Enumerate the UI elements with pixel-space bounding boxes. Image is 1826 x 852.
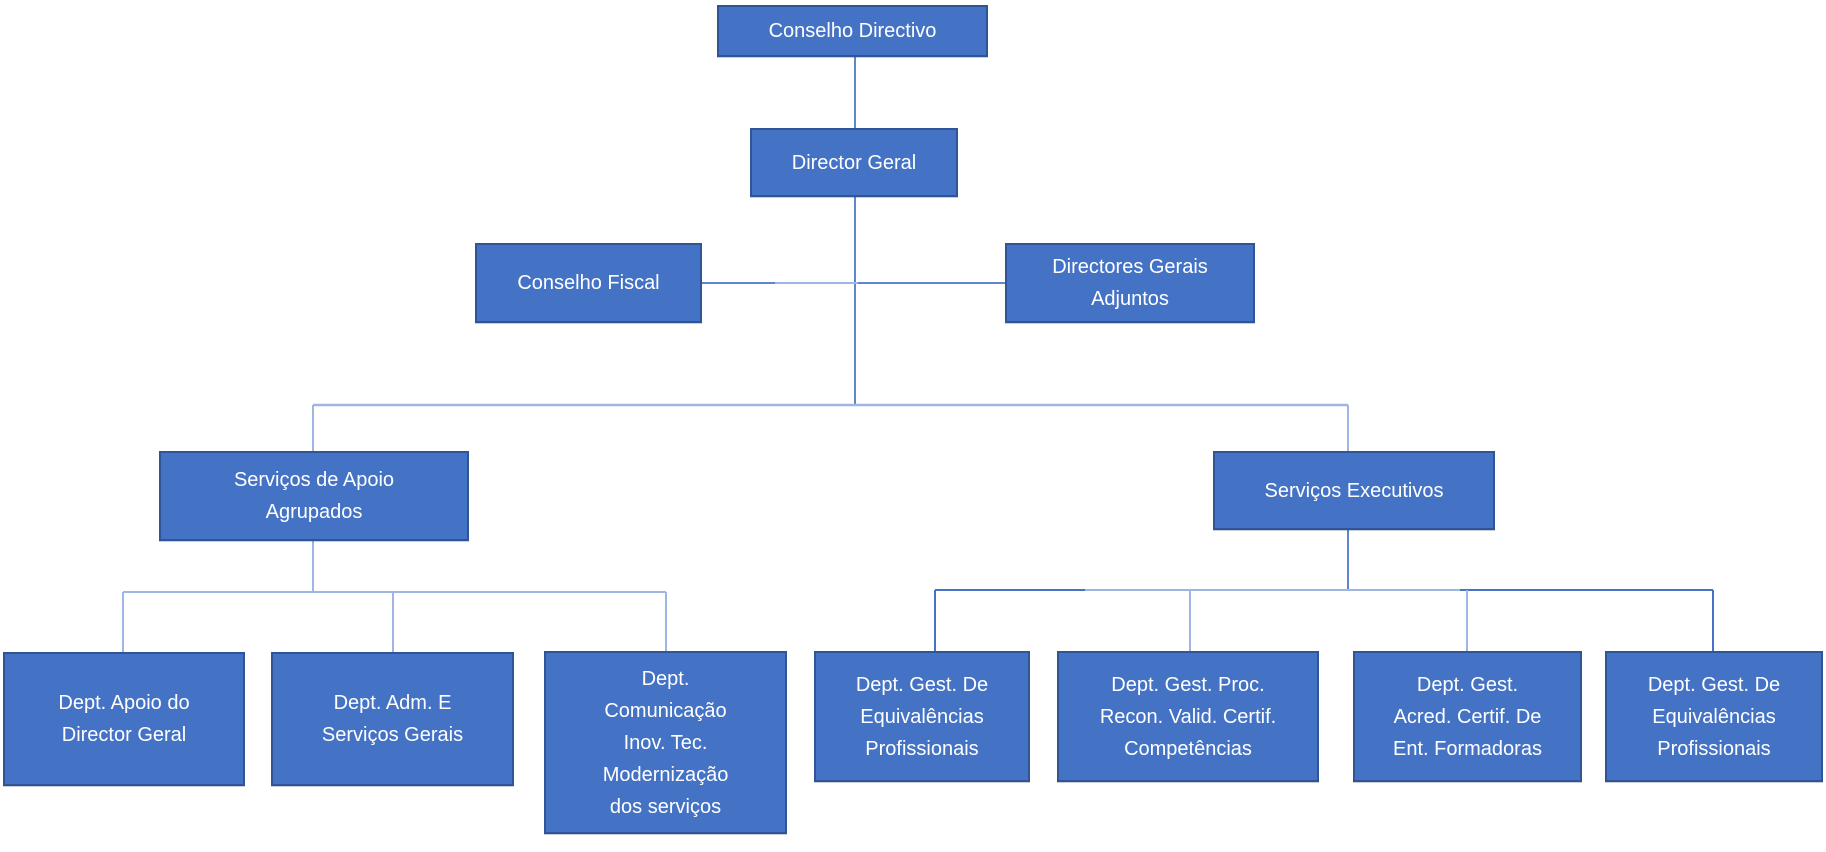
org-node-dept-gest-equivalencias-1: Dept. Gest. De Equivalências Profissiona…	[814, 651, 1030, 782]
org-node-servicos-apoio-agrupados: Serviços de Apoio Agrupados	[159, 451, 469, 541]
org-node-label: Director Geral	[791, 151, 917, 174]
org-node-label: Conselho Directivo	[768, 20, 937, 42]
org-node-director-geral: Director Geral	[750, 128, 958, 197]
org-node-label: Dept. Gest. Acred. Certif. De Ent. Forma…	[1393, 673, 1542, 760]
org-node-dept-comunicacao: Dept. Comunicação Inov. Tec. Modernizaçã…	[544, 651, 787, 834]
org-node-conselho-fiscal: Conselho Fiscal	[475, 243, 702, 323]
org-node-dept-adm-servicos-gerais: Dept. Adm. E Serviços Gerais	[271, 652, 514, 786]
org-node-conselho-directivo: Conselho Directivo	[717, 5, 988, 57]
org-node-servicos-executivos: Serviços Executivos	[1213, 451, 1495, 530]
org-node-label: Dept. Apoio do Director Geral	[58, 692, 190, 746]
org-node-label: Serviços Executivos	[1264, 479, 1444, 502]
org-node-label: Dept. Gest. De Equivalências Profissiona…	[1647, 673, 1781, 760]
org-node-label: Dept. Gest. De Equivalências Profissiona…	[855, 673, 989, 760]
org-node-label: Serviços de Apoio Agrupados	[233, 469, 395, 523]
org-node-label: Conselho Fiscal	[517, 272, 660, 294]
org-node-dept-gest-acred: Dept. Gest. Acred. Certif. De Ent. Forma…	[1353, 651, 1582, 782]
org-node-label: Directores Gerais Adjuntos	[1052, 256, 1208, 310]
org-node-label: Dept. Comunicação Inov. Tec. Modernizaçã…	[602, 667, 729, 818]
org-node-label: Dept. Adm. E Serviços Gerais	[321, 692, 464, 746]
org-node-dept-gest-equivalencias-2: Dept. Gest. De Equivalências Profissiona…	[1605, 651, 1823, 782]
org-node-label: Dept. Gest. Proc. Recon. Valid. Certif. …	[1099, 673, 1277, 760]
org-node-dept-gest-proc-recon: Dept. Gest. Proc. Recon. Valid. Certif. …	[1057, 651, 1319, 782]
org-node-directores-gerais-adjuntos: Directores Gerais Adjuntos	[1005, 243, 1255, 323]
org-node-dept-apoio-director-geral: Dept. Apoio do Director Geral	[3, 652, 245, 786]
